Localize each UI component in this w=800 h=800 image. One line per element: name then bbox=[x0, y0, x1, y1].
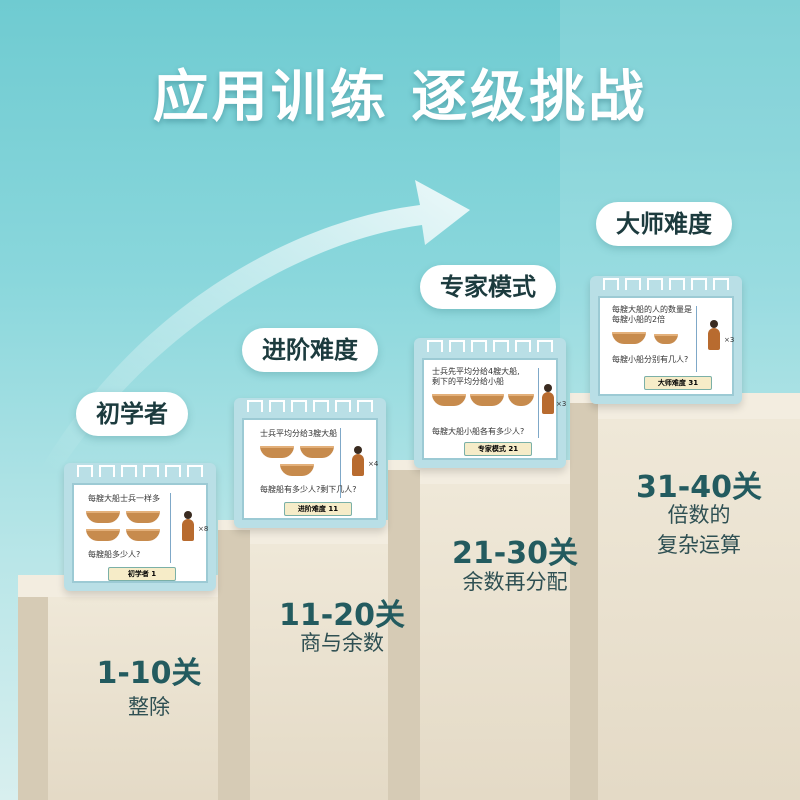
level-pill-1: 初学者 bbox=[76, 392, 188, 436]
card-question: 每艘大船士兵一样多 bbox=[88, 494, 160, 503]
multiplier: ×3 bbox=[556, 400, 567, 408]
level-range-2: 11-20关 bbox=[279, 598, 405, 633]
card-question-line2: 每艘小船的2倍 bbox=[612, 315, 666, 324]
level-pill-2: 进阶难度 bbox=[242, 328, 378, 372]
boat-icon bbox=[126, 511, 160, 523]
headline: 应用训练 逐级挑战 bbox=[152, 65, 648, 130]
card-tabs bbox=[74, 465, 206, 477]
difficulty-badge: 进阶难度 11 bbox=[284, 502, 352, 516]
soldier-icon bbox=[708, 320, 720, 350]
card-question: 士兵平均分给3艘大船 bbox=[260, 429, 338, 438]
level-range-3: 21-30关 bbox=[452, 536, 578, 571]
card-screen: 每艘大船的人的数量是 每艘小船的2倍 ×3 每艘小船分别有几人? 大师难度 31 bbox=[598, 296, 734, 396]
card-tabs bbox=[600, 278, 732, 290]
card-question: 每艘大船的人的数量是 bbox=[612, 305, 692, 314]
level-desc-1: 整除 bbox=[128, 695, 170, 719]
boat-icon bbox=[260, 446, 294, 458]
soldier-icon bbox=[542, 384, 554, 414]
difficulty-badge: 专家模式 21 bbox=[464, 442, 532, 456]
level-pill-4: 大师难度 bbox=[596, 202, 732, 246]
card-prompt: 每艘船有多少人?剩下几人? bbox=[260, 485, 357, 494]
step-4-face bbox=[598, 419, 800, 800]
step-1-face bbox=[48, 597, 250, 800]
boat-icon bbox=[126, 529, 160, 541]
boat-icon bbox=[470, 394, 504, 406]
game-card-4: 每艘大船的人的数量是 每艘小船的2倍 ×3 每艘小船分别有几人? 大师难度 31 bbox=[590, 276, 742, 404]
divider bbox=[538, 368, 539, 438]
card-prompt: 每艘小船分别有几人? bbox=[612, 355, 689, 364]
card-screen: 士兵先平均分给4艘大船, 剩下的平均分给小船 ×3 每艘大船小船各有多少人? 专… bbox=[422, 358, 566, 460]
step-4-side bbox=[570, 403, 598, 800]
multiplier: ×4 bbox=[368, 460, 379, 468]
step-1-side bbox=[18, 585, 48, 800]
difficulty-badge: 大师难度 31 bbox=[644, 376, 712, 390]
divider bbox=[170, 493, 171, 563]
difficulty-badge: 初学者 1 bbox=[108, 567, 176, 581]
boat-icon bbox=[508, 394, 534, 406]
card-prompt: 每艘船多少人? bbox=[88, 550, 141, 559]
soldier-icon bbox=[182, 511, 194, 541]
game-card-1: 每艘大船士兵一样多 ×8 每艘船多少人? 初学者 1 bbox=[64, 463, 216, 591]
card-prompt: 每艘大船小船各有多少人? bbox=[432, 427, 525, 436]
game-card-3: 士兵先平均分给4艘大船, 剩下的平均分给小船 ×3 每艘大船小船各有多少人? 专… bbox=[414, 338, 566, 468]
multiplier: ×8 bbox=[198, 525, 209, 533]
divider bbox=[340, 428, 341, 498]
game-card-2: 士兵平均分给3艘大船 ×4 每艘船有多少人?剩下几人? 进阶难度 11 bbox=[234, 398, 386, 528]
card-tabs bbox=[424, 340, 556, 352]
level-desc-2: 商与余数 bbox=[300, 631, 384, 655]
level-desc-4: 倍数的 bbox=[667, 503, 731, 527]
small-boat-icon bbox=[654, 334, 678, 344]
boat-icon bbox=[432, 394, 466, 406]
card-question-line2: 剩下的平均分给小船 bbox=[432, 377, 504, 386]
card-screen: 每艘大船士兵一样多 ×8 每艘船多少人? 初学者 1 bbox=[72, 483, 208, 583]
boat-icon bbox=[86, 511, 120, 523]
soldier-icon bbox=[352, 446, 364, 476]
level-range-1: 1-10关 bbox=[96, 656, 202, 691]
card-screen: 士兵平均分给3艘大船 ×4 每艘船有多少人?剩下几人? 进阶难度 11 bbox=[242, 418, 378, 520]
boat-icon bbox=[612, 332, 646, 344]
boat-icon bbox=[86, 529, 120, 541]
step-2-side bbox=[218, 530, 250, 800]
card-tabs bbox=[244, 400, 376, 412]
multiplier: ×3 bbox=[724, 336, 735, 344]
step-3-side bbox=[388, 470, 420, 800]
level-pill-3: 专家模式 bbox=[420, 265, 556, 309]
level-desc-3: 余数再分配 bbox=[462, 570, 568, 594]
level-desc-4-line2: 复杂运算 bbox=[657, 533, 741, 557]
level-range-4: 31-40关 bbox=[636, 470, 762, 505]
boat-icon bbox=[280, 464, 314, 476]
divider bbox=[696, 306, 697, 372]
boat-icon bbox=[300, 446, 334, 458]
card-question: 士兵先平均分给4艘大船, bbox=[432, 367, 520, 376]
